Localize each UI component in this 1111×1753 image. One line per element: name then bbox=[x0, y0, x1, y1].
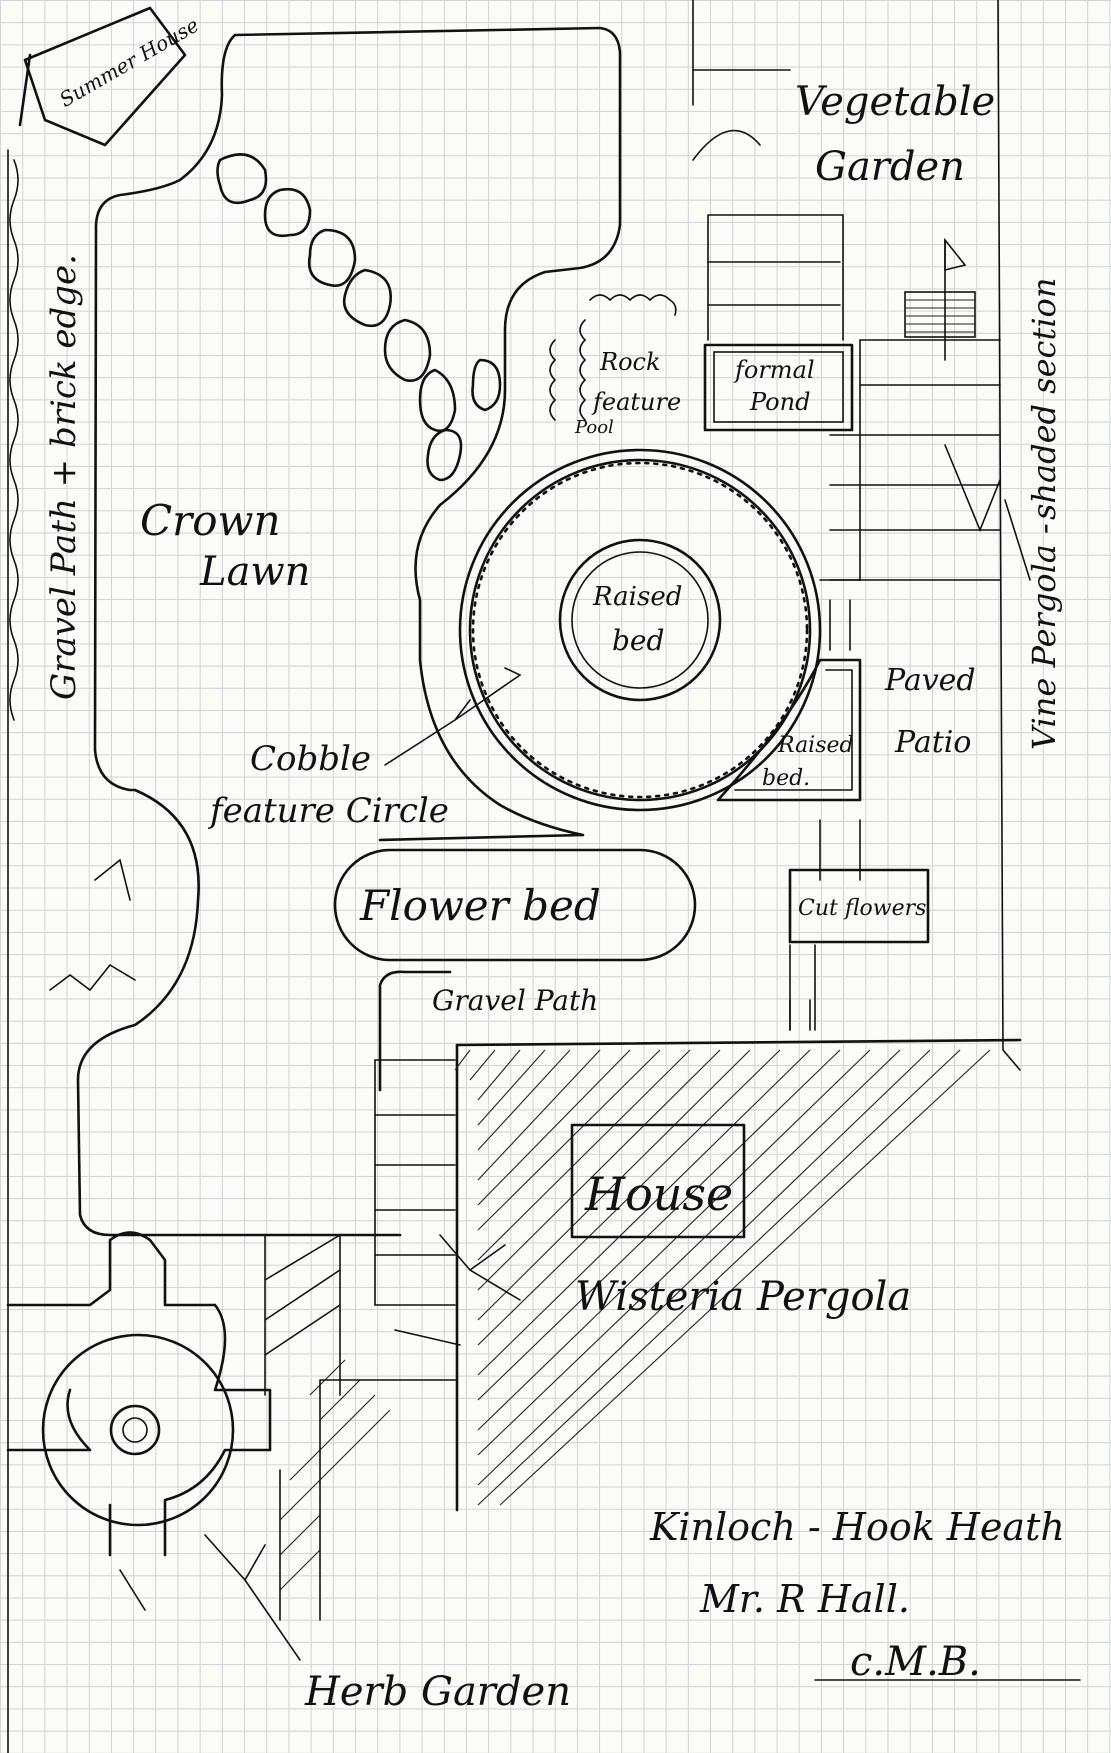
label-wisteria-pergola: Wisteria Pergola bbox=[575, 1274, 911, 1320]
wisteria-pergola bbox=[374, 1059, 521, 1346]
label-gravel-path: Gravel Path bbox=[432, 984, 598, 1017]
label-crown-lawn-2: Lawn bbox=[199, 549, 310, 595]
label-paved-patio-1: Paved bbox=[884, 663, 976, 698]
title-line-1: Kinloch - Hook Heath bbox=[649, 1505, 1065, 1549]
raised-bed-center bbox=[558, 538, 722, 702]
right-boundary-line bbox=[997, 0, 1021, 1071]
hedge-wavy-edge bbox=[9, 159, 19, 721]
flower-bed bbox=[333, 848, 697, 962]
label-cut-flowers: Cut flowers bbox=[798, 896, 926, 921]
label-vegetable-garden-line1: Vegetable bbox=[795, 79, 995, 125]
paved-patio-lines bbox=[789, 579, 861, 1031]
label-raised-bed-center-1: Raised bbox=[592, 582, 682, 612]
gravel-path-edge bbox=[18, 53, 32, 127]
vine-pergola bbox=[829, 339, 1031, 581]
herb-garden-round-bed bbox=[6, 1231, 272, 1557]
house-wall bbox=[454, 1038, 1022, 1512]
label-paved-patio-2: Patio bbox=[894, 725, 971, 760]
formal-pond bbox=[703, 343, 854, 432]
label-cobble-circle-2: feature Circle bbox=[207, 791, 449, 831]
label-cobble-circle-1: Cobble bbox=[250, 739, 371, 779]
label-rock-feature-2: feature bbox=[591, 388, 681, 416]
herb-garden-boundary bbox=[279, 1379, 458, 1621]
herb-garden-hatching bbox=[279, 1359, 391, 1591]
cobble-feature-circle bbox=[458, 448, 822, 812]
label-rock-feature-3: Pool bbox=[574, 417, 614, 438]
label-rock-feature-1: Rock bbox=[599, 348, 661, 376]
summer-house bbox=[23, 6, 187, 147]
label-flower-bed: Flower bed bbox=[359, 881, 601, 930]
label-raised-bed-side-1: Raised bbox=[777, 733, 854, 758]
label-gravel-path-brick-edge: Gravel Path + brick edge. bbox=[44, 254, 84, 700]
label-vegetable-garden-line2: Garden bbox=[815, 144, 965, 190]
label-shaded-section: shaded section bbox=[1025, 278, 1063, 520]
label-house: House bbox=[584, 1167, 733, 1221]
label-vine-pergola: Vine Pergola - bbox=[1025, 523, 1063, 750]
cut-flowers-bed bbox=[788, 868, 930, 944]
label-summer-house: Summer House bbox=[55, 13, 203, 112]
herb-path-corner bbox=[119, 1569, 146, 1611]
house-box bbox=[570, 1123, 746, 1239]
stepping-stones bbox=[216, 153, 502, 482]
veg-gate-arc bbox=[692, 129, 761, 161]
vegetable-beds bbox=[707, 214, 976, 361]
title-line-2: Mr. R Hall. bbox=[699, 1577, 910, 1621]
label-raised-bed-side-2: bed. bbox=[762, 766, 810, 791]
label-formal-pond-2: Pond bbox=[749, 388, 810, 416]
herb-garden-pointer bbox=[204, 1534, 301, 1661]
title-line-3: c.M.B. bbox=[850, 1639, 981, 1685]
label-herb-garden: Herb Garden bbox=[304, 1669, 571, 1715]
cut-flowers-strip bbox=[789, 944, 816, 1031]
raised-bed-side-inner bbox=[734, 669, 853, 791]
pergola-cross-bracing bbox=[264, 1234, 341, 1396]
lawn-marker-scribble bbox=[49, 858, 136, 992]
raised-bed-side bbox=[716, 658, 862, 802]
gravel-path-side bbox=[378, 970, 452, 1092]
rock-feature-pool-outline bbox=[549, 294, 677, 421]
label-raised-bed-center-2: bed bbox=[612, 624, 664, 657]
cobble-circle-pointer bbox=[384, 667, 522, 766]
label-crown-lawn-1: Crown bbox=[140, 496, 281, 545]
label-formal-pond-1: formal bbox=[733, 356, 815, 384]
formal-pond-inner bbox=[713, 351, 844, 423]
crown-lawn-outline bbox=[76, 26, 622, 1237]
